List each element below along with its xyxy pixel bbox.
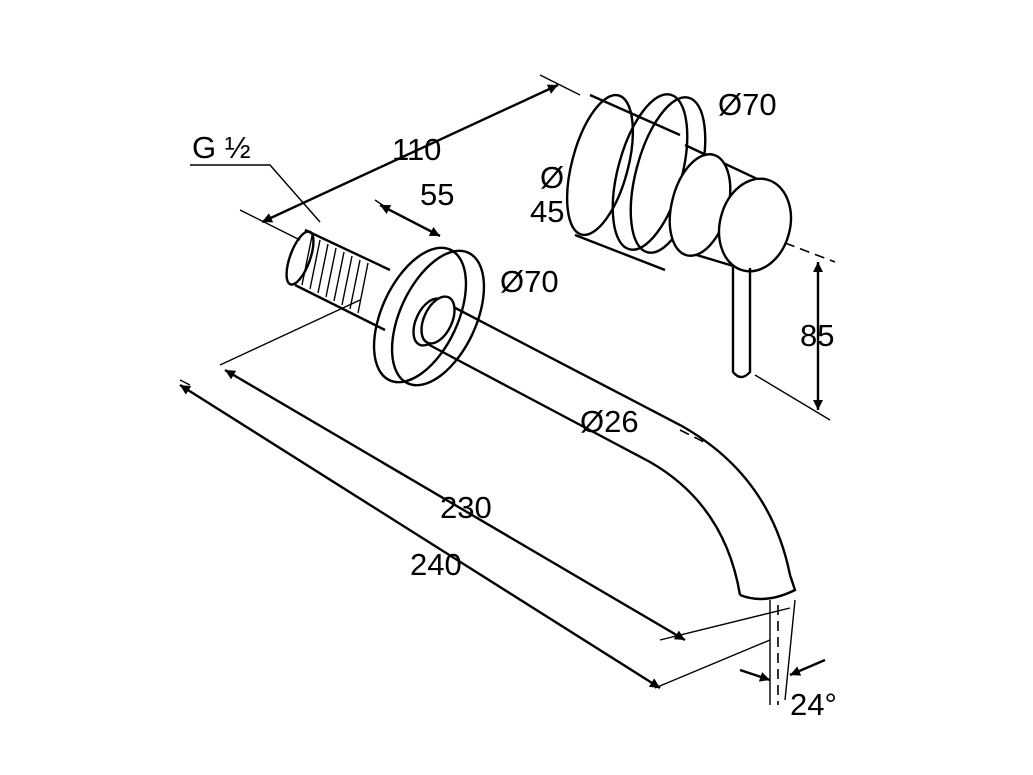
thread-connection (285, 228, 391, 332)
angle-label: 24° (790, 687, 837, 722)
spout-diameter-label: Ø26 (580, 404, 639, 439)
dim-230-label: 230 (440, 490, 492, 525)
dim-240-label: 240 (410, 547, 462, 582)
handle-rosette-diameter-label: Ø70 (718, 87, 777, 122)
dimension-lines (179, 74, 836, 705)
dim-85-label: 85 (800, 318, 834, 353)
body-diameter-value: 45 (530, 194, 564, 229)
spout-rosette-diameter-label: Ø70 (500, 264, 559, 299)
body-diameter-symbol: Ø (540, 160, 564, 195)
mixer-body (565, 93, 793, 379)
dim-55-label: 55 (420, 177, 454, 212)
thread-label: G ½ (192, 130, 251, 165)
spout-rosette (372, 246, 486, 387)
dim-110-label: 110 (392, 132, 441, 167)
spout (412, 297, 797, 601)
